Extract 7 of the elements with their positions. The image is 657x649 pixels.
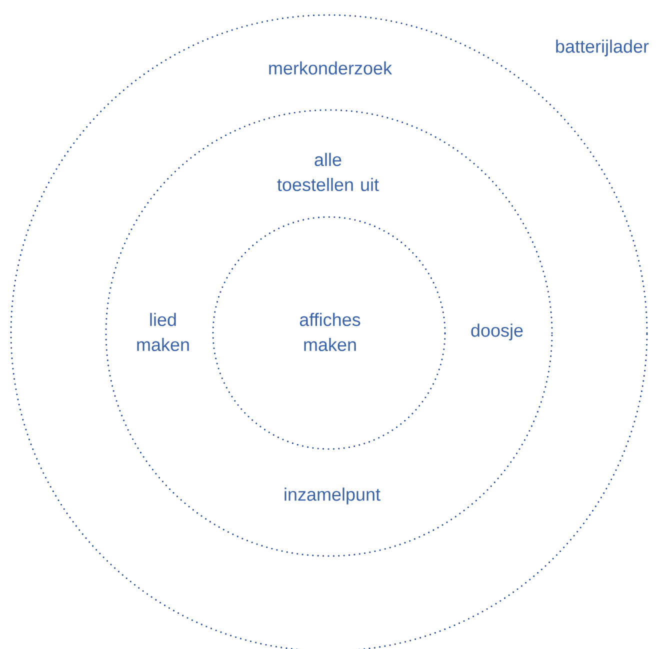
- outside-label: batterijlader: [556, 40, 649, 56]
- ring-label: lied maken: [137, 312, 189, 352]
- ring-label: merkonderzoek: [269, 61, 392, 75]
- ring-label: alle toestellen uit: [277, 152, 379, 192]
- ring-label: inzamelpunt: [284, 488, 380, 504]
- ring-label: affiches maken: [300, 312, 360, 352]
- ring-label: doosje: [471, 324, 523, 340]
